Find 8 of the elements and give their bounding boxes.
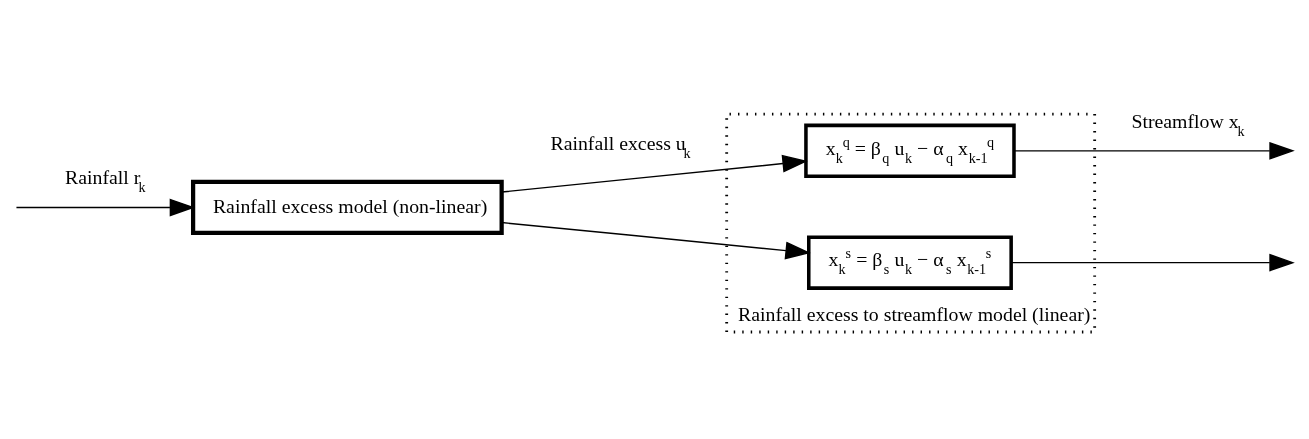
edge-label: Streamflow x$_{k}$	[1131, 109, 1245, 139]
edge-label: Rainfall excess u$_{k}$	[550, 132, 691, 162]
node-box: Rainfall excess model (non-linear)	[191, 179, 504, 236]
edge-label: Rainfall r$_{k}$	[65, 166, 146, 196]
arrow	[501, 154, 808, 193]
arrow	[1010, 253, 1295, 272]
arrow	[501, 221, 811, 260]
arrow	[1013, 141, 1295, 160]
